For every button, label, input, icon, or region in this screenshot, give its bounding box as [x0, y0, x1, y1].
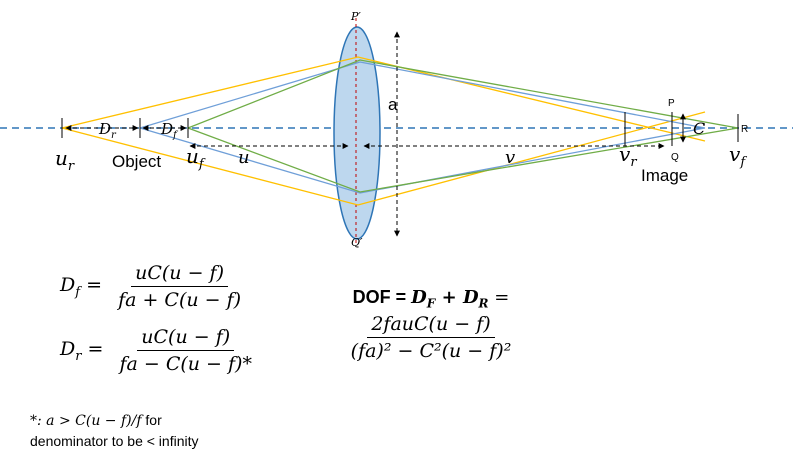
- formula-df-fraction: uC(u − f) fa + C(u − f): [114, 262, 245, 311]
- label-object: Object: [112, 152, 161, 171]
- label-vr: vr: [619, 142, 637, 170]
- label-dr: Dr: [98, 120, 117, 141]
- label-df: Df: [160, 120, 179, 141]
- formula-dr: Dr = uC(u − f) fa − C(u − f)*: [60, 326, 256, 375]
- ray-blue-upper: [139, 61, 706, 129]
- ray-green-lower: [187, 127, 739, 193]
- formula-dof: DOF = DF + DR = 2fauC(u − f) (fa)² − C²(…: [326, 287, 536, 362]
- formula-dof-denominator: (fa)² − C²(u − f)²: [350, 339, 512, 362]
- formula-dof-header: DOF = DF + DR =: [352, 287, 510, 311]
- label-p: P: [668, 98, 675, 109]
- label-u: u: [238, 147, 250, 168]
- formula-dr-lhs: Dr =: [60, 337, 104, 364]
- footnote-line-2: denominator to be < infinity: [30, 433, 199, 449]
- label-image: Image: [641, 166, 688, 185]
- label-v: v: [505, 147, 515, 168]
- ray-green-upper: [187, 59, 739, 129]
- formula-dr-numerator: uC(u − f): [137, 326, 235, 351]
- formula-df-denominator: fa + C(u − f): [118, 289, 242, 311]
- label-r: R: [741, 124, 748, 135]
- label-p-prime: P′: [350, 10, 361, 23]
- formula-dr-denominator: fa − C(u − f)*: [119, 353, 252, 375]
- formula-dr-fraction: uC(u − f) fa − C(u − f)*: [115, 326, 256, 375]
- label-q: Q: [671, 152, 679, 163]
- formula-dof-fraction: 2fauC(u − f) (fa)² − C²(u − f)²: [347, 313, 516, 362]
- footnote: *: a > C(u − f)/f for denominator to be …: [30, 410, 199, 451]
- formula-df-numerator: uC(u − f): [131, 262, 228, 287]
- formula-df-lhs: Df =: [60, 273, 103, 300]
- label-c: C: [693, 119, 705, 138]
- label-q-prime: Q′: [351, 236, 363, 249]
- ray-orange-upper: [61, 56, 706, 142]
- label-ur: ur: [55, 146, 75, 174]
- formula-dof-numerator: 2fauC(u − f): [367, 313, 495, 338]
- label-uf: uf: [186, 144, 206, 172]
- label-aperture: a: [388, 95, 398, 114]
- ray-blue-lower: [139, 127, 706, 194]
- formula-df: Df = uC(u − f) fa + C(u − f): [60, 262, 245, 311]
- label-vf: vf: [729, 142, 747, 170]
- footnote-line-1: *: a > C(u − f)/f for: [30, 412, 162, 429]
- lens: [333, 26, 381, 240]
